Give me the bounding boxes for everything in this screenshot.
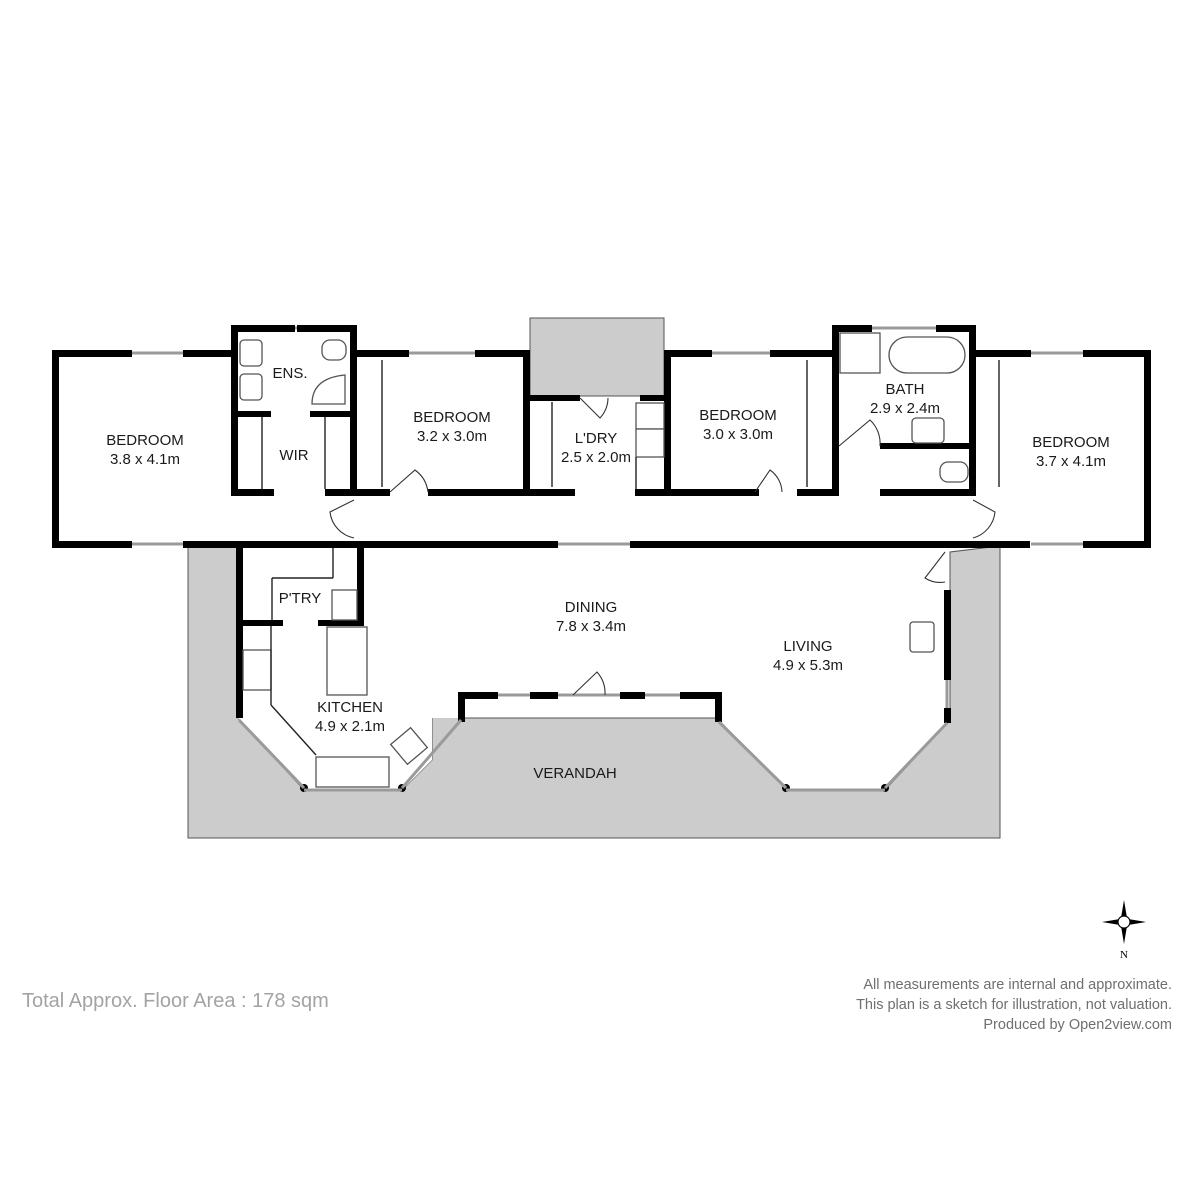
room-name: KITCHEN [317,699,383,716]
room-name: BEDROOM [106,432,184,449]
room-size: 3.8 x 4.1m [110,451,180,468]
room-name: VERANDAH [533,765,616,782]
room-labels: BEDROOM 3.8 x 4.1m ENS. WIR BEDROOM 3.2 … [106,365,1110,782]
floor-area-text: Total Approx. Floor Area : 178 sqm [22,990,329,1012]
room-name: L'DRY [575,430,618,447]
room-name: BATH [886,381,925,398]
room-name: ENS. [272,365,307,382]
disclaimer-line-2: This plan is a sketch for illustration, … [856,997,1172,1013]
compass-icon: N [1102,900,1146,960]
room-size: 3.7 x 4.1m [1036,453,1106,470]
compass-north-label: N [1120,949,1128,960]
room-size: 7.8 x 3.4m [556,618,626,635]
room-name: LIVING [783,638,832,655]
windows [132,326,1083,792]
walls [52,325,1151,792]
room-name: BEDROOM [1032,434,1110,451]
room-name: P'TRY [279,590,322,607]
carport-area [529,317,665,397]
disclaimer: All measurements are internal and approx… [856,975,1172,1035]
room-size: 4.9 x 5.3m [773,657,843,674]
room-size: 4.9 x 2.1m [315,718,385,735]
room-name: DINING [565,599,618,616]
room-name: WIR [279,447,308,464]
living-floor [238,552,945,790]
room-size: 3.0 x 3.0m [703,426,773,443]
producer-credit: Produced by Open2view.com [983,1017,1172,1033]
fixtures [239,332,1000,788]
room-name: BEDROOM [699,407,777,424]
room-size: 2.9 x 2.4m [870,400,940,417]
room-size: 2.5 x 2.0m [561,449,631,466]
doors [329,397,996,696]
room-name: BEDROOM [413,409,491,426]
disclaimer-line-1: All measurements are internal and approx… [863,977,1172,993]
room-size: 3.2 x 3.0m [417,428,487,445]
